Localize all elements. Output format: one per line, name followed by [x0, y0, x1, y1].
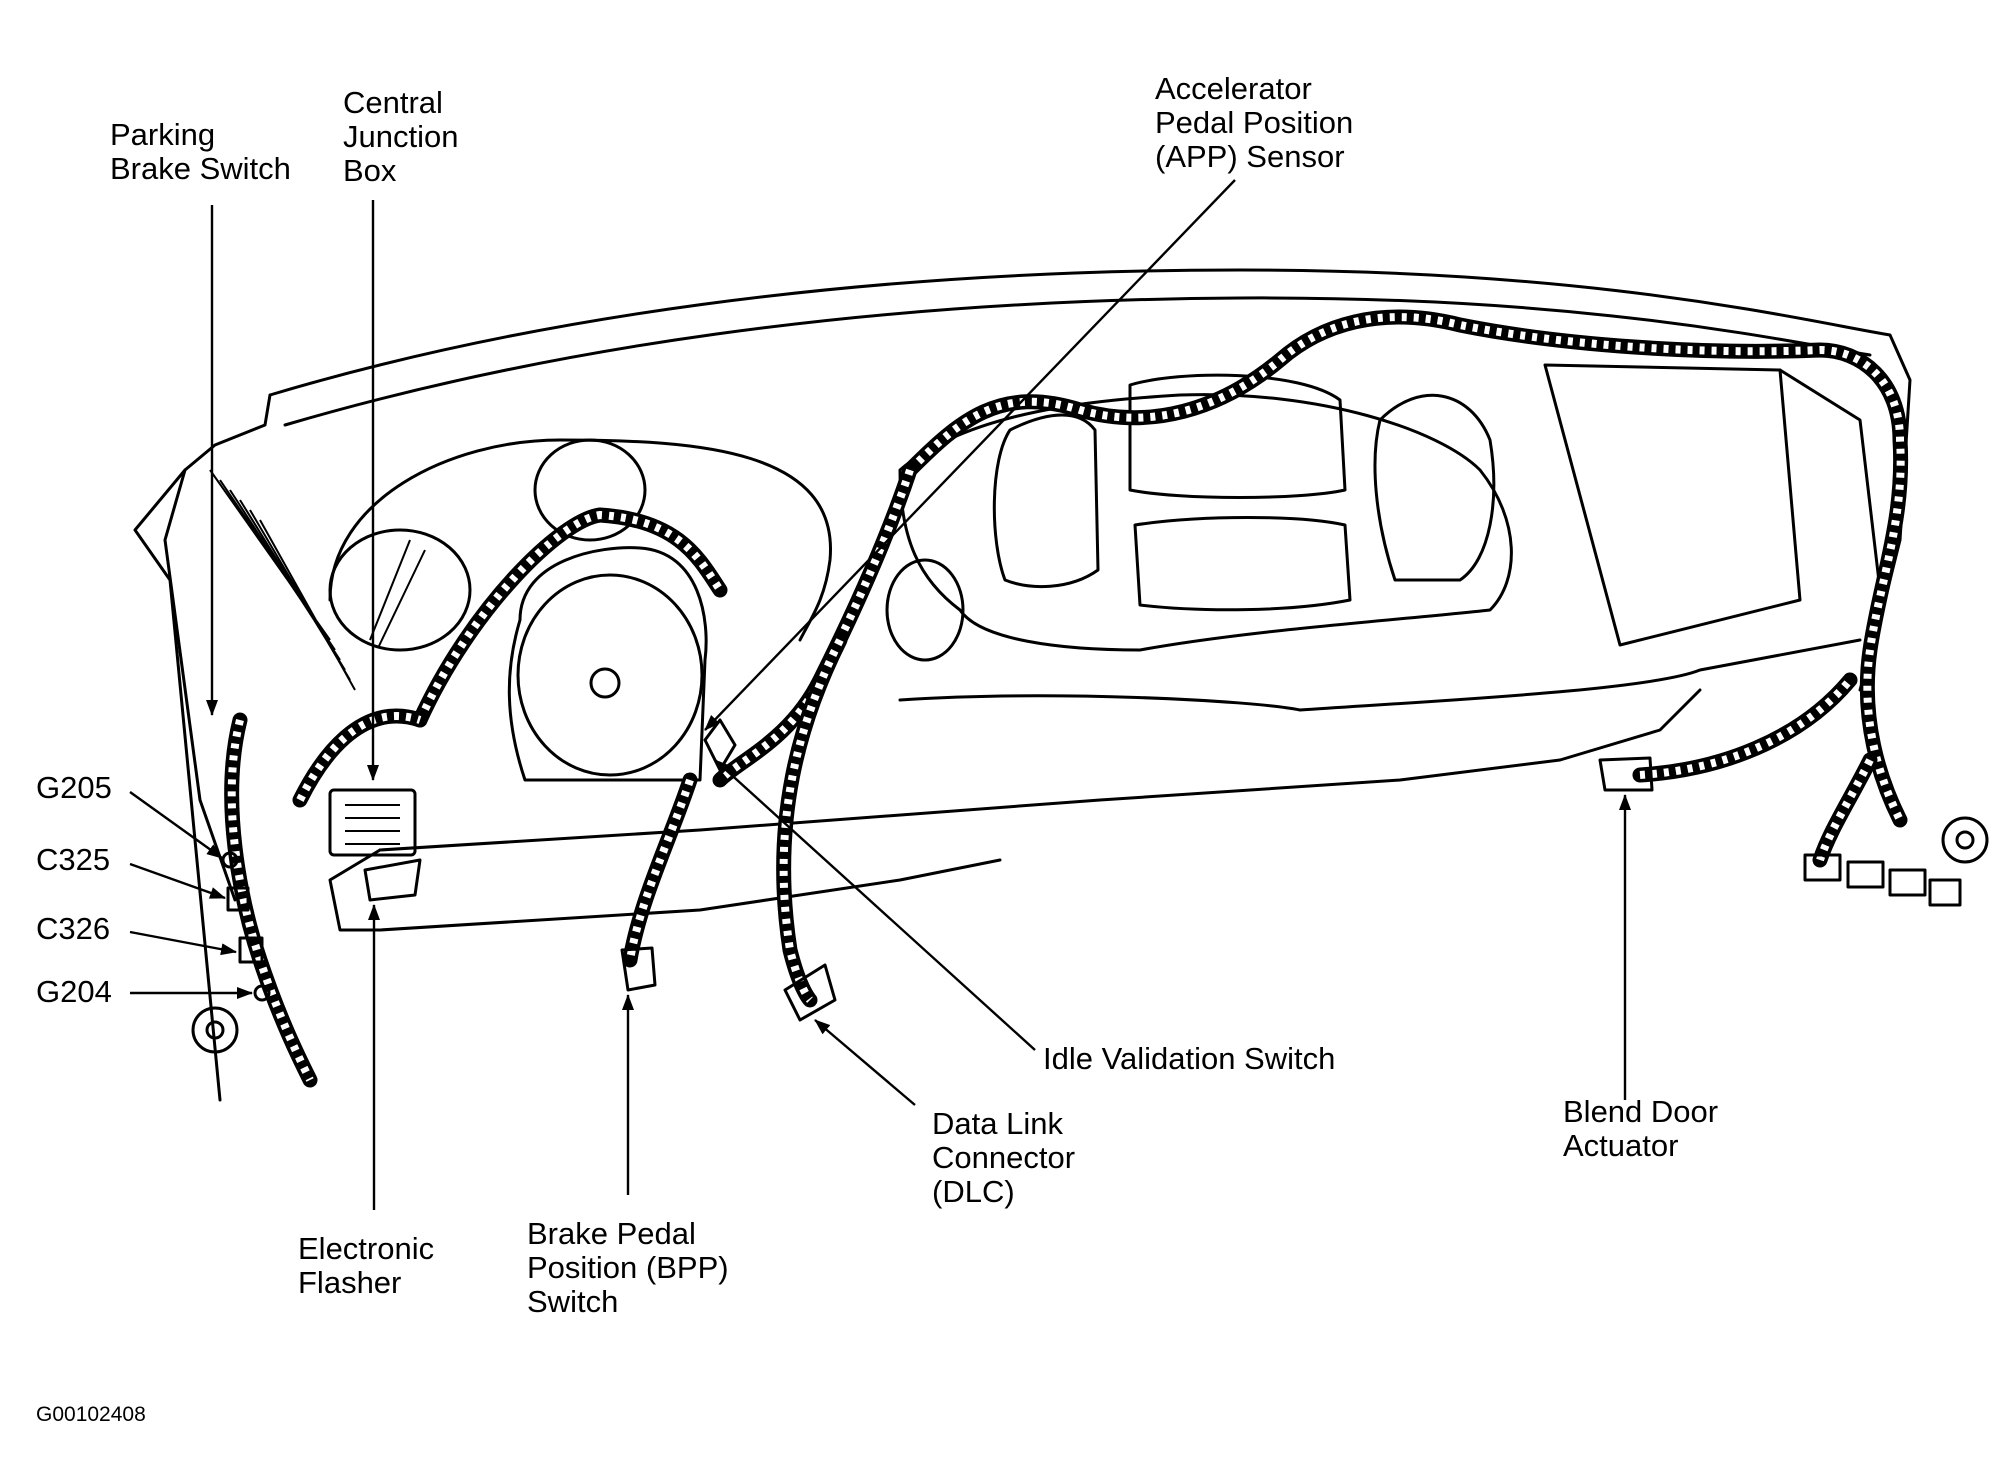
label-line: Central — [343, 85, 443, 120]
label-app-sensor: Accelerator Pedal Position (APP) Sensor — [1155, 72, 1353, 174]
steering-column-cover — [507, 546, 708, 782]
label-central-junction-box: Central Junction Box — [343, 86, 458, 188]
label-g205: G205 — [36, 771, 112, 805]
right-connector-1 — [1803, 853, 1842, 882]
center-vent-upper — [1128, 373, 1347, 499]
cluster-hood — [328, 438, 832, 642]
label-line: G204 — [36, 974, 112, 1009]
gauge-circle-left — [533, 438, 647, 542]
label-bpp-switch: Brake Pedal Position (BPP) Switch — [527, 1217, 729, 1319]
label-line: G205 — [36, 770, 112, 805]
central-junction-box — [328, 788, 417, 857]
electronic-flasher — [363, 858, 422, 902]
label-line: (APP) Sensor — [1155, 139, 1345, 174]
bpp-switch — [620, 946, 657, 992]
label-idle-validation-switch: Idle Validation Switch — [1043, 1042, 1335, 1076]
label-blend-door-actuator: Blend Door Actuator — [1563, 1095, 1718, 1163]
label-line: Brake Pedal — [527, 1216, 696, 1251]
label-line: Box — [343, 153, 397, 188]
label-line: Parking — [110, 117, 216, 152]
dash-lower-edge — [378, 858, 1002, 932]
left-ground-eyelet — [191, 1006, 239, 1054]
dash-left-edge — [163, 468, 237, 902]
label-line: Data Link — [932, 1106, 1063, 1141]
leader-idle-validation-switch — [714, 759, 1036, 1051]
left-vent — [992, 413, 1100, 588]
label-electronic-flasher: Electronic Flasher — [298, 1232, 434, 1300]
label-line: Junction — [343, 119, 459, 154]
label-line: Flasher — [298, 1265, 402, 1300]
label-line: Electronic — [298, 1231, 435, 1266]
label-c326: C326 — [36, 912, 110, 946]
label-line: Accelerator — [1155, 71, 1312, 106]
radio-panel — [1543, 363, 1802, 647]
dash-bottom-contour — [898, 638, 1862, 712]
c325-connector — [226, 886, 250, 912]
main-harness — [412, 507, 728, 728]
right-ground-eyelet — [1941, 816, 1989, 864]
leader-app-sensor — [704, 179, 1236, 731]
dlc-connector — [783, 963, 837, 1022]
figure-code: G00102408 — [36, 1403, 146, 1426]
leader-dlc — [814, 1019, 916, 1106]
label-parking-brake-switch: Parking Brake Switch — [110, 118, 291, 186]
label-line: Connector — [932, 1140, 1076, 1175]
label-line: Position (BPP) — [527, 1250, 729, 1285]
label-line: Brake Switch — [110, 151, 291, 186]
g204-terminal — [253, 984, 271, 1002]
label-line: C325 — [36, 842, 111, 877]
dash-left-end — [133, 393, 272, 1102]
wire-fan — [209, 469, 426, 691]
blend-door-harness — [1632, 672, 1858, 783]
label-c325: C325 — [36, 843, 110, 877]
jb-harness — [292, 708, 428, 808]
label-line: Blend Door — [1563, 1094, 1719, 1129]
steering-column-hub — [589, 667, 621, 699]
g205-terminal — [221, 851, 239, 869]
c326-connector — [238, 936, 264, 964]
center-stack-outline — [898, 393, 1513, 652]
right-connector-4 — [1928, 878, 1962, 907]
right-connector-3 — [1888, 868, 1927, 897]
label-line: Pedal Position — [1155, 105, 1354, 140]
round-vent — [885, 558, 965, 662]
center-vent-lower — [1133, 516, 1352, 612]
right-vent — [1373, 393, 1496, 582]
center-harness-drop — [712, 462, 918, 788]
leader-c325 — [129, 862, 226, 900]
dash-top-inner — [283, 296, 1872, 427]
dash-top-outline — [268, 268, 1912, 692]
label-line: Switch — [527, 1284, 619, 1319]
label-line: C326 — [36, 911, 111, 946]
label-line: Idle Validation Switch — [1043, 1041, 1336, 1076]
label-dlc: Data Link Connector (DLC) — [932, 1107, 1075, 1209]
label-line: Actuator — [1563, 1128, 1679, 1163]
glovebox-edge — [1778, 368, 1882, 592]
dash-lower-lip — [378, 688, 1702, 852]
label-line: (DLC) — [932, 1174, 1015, 1209]
leader-g205 — [129, 791, 223, 859]
steering-column-face — [516, 573, 704, 777]
dash-knee-bolster — [328, 848, 382, 932]
blend-door-actuator-part — [1598, 756, 1654, 792]
right-connector-2 — [1846, 860, 1885, 889]
label-g204: G204 — [36, 975, 112, 1009]
gauge-circle-center — [328, 528, 472, 652]
leader-c326 — [129, 930, 237, 956]
